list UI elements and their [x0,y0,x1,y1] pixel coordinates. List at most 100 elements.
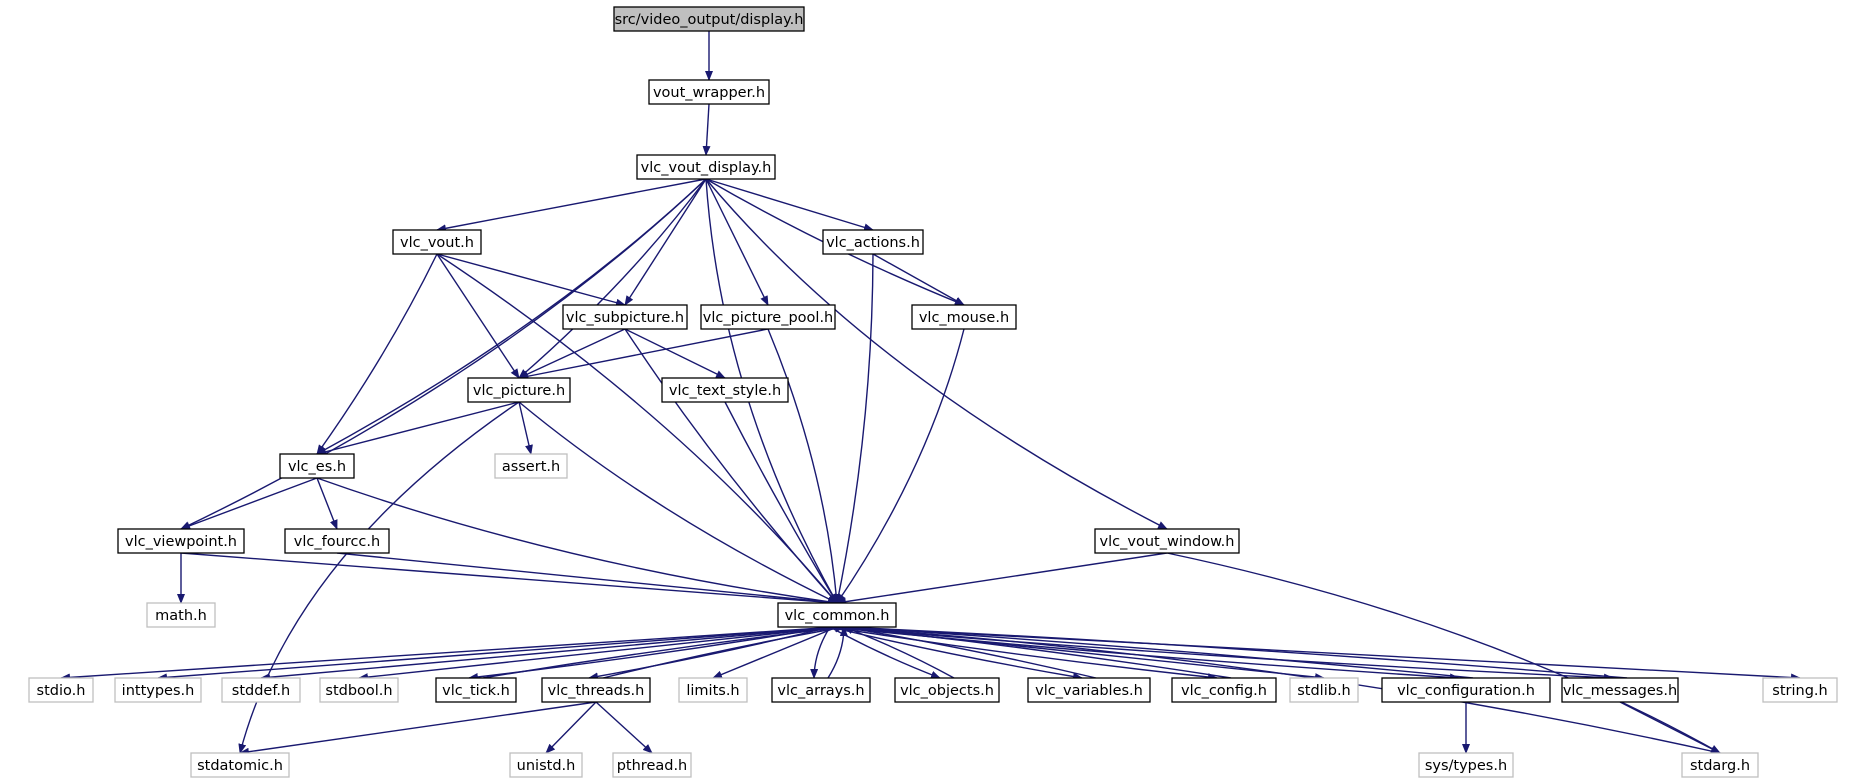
edge-vlc-vout-display-h-to-vlc-vout-h [436,178,707,233]
node-label: math.h [155,608,207,624]
node-label: vlc_common.h [785,608,890,624]
node-vlc-common-h[interactable]: vlc_common.h [777,602,897,628]
node-label: vout_wrapper.h [653,85,765,101]
node-vlc-arrays-h[interactable]: vlc_arrays.h [771,677,871,703]
node-inttypes-h: inttypes.h [114,677,202,703]
node-vout-wrapper-h[interactable]: vout_wrapper.h [648,79,770,105]
node-vlc-objects-h[interactable]: vlc_objects.h [894,677,1000,703]
node-label: vlc_viewpoint.h [125,534,237,550]
node-label: pthread.h [617,758,688,774]
node-box [1171,677,1277,703]
node-label: stdbool.h [325,683,392,699]
edge-vlc-common-h-to-stdarg-h [836,626,1721,755]
node-vlc-messages-h[interactable]: vlc_messages.h [1561,677,1679,703]
edge-vlc-viewpoint-h-to-vlc-common-h [180,552,838,607]
edge-vlc-vout-display-h-to-vlc-viewpoint-h [180,178,707,530]
edge-vlc-common-h-to-inttypes-h [157,626,838,682]
node-box [1381,677,1551,703]
edge-vlc-vout-window-h-to-stdarg-h [1166,552,1721,754]
node-label: sys/types.h [1425,758,1507,774]
edge-vlc-text-style-h-to-vlc-common-h [724,401,838,604]
edge-vlc-tick-h-to-vlc-common-h [482,624,845,679]
edge-vlc-messages-h-to-vlc-common-h [843,623,1628,679]
node-vlc-picture-h[interactable]: vlc_picture.h [467,377,571,403]
edge-vlc-vout-display-h-to-vlc-picture-h [518,178,707,379]
node-box [221,677,301,703]
node-vlc-threads-h[interactable]: vlc_threads.h [541,677,651,703]
edge-vlc-common-h-to-string-h [836,626,1801,682]
edge-vlc-picture-h-to-vlc-es-h [316,401,520,456]
node-vlc-fourcc-h[interactable]: vlc_fourcc.h [284,528,390,554]
node-stdatomic-h: stdatomic.h [190,752,290,778]
edge-vlc-threads-h-to-stdatomic-h [239,701,597,756]
edge-vlc-subpicture-h-to-vlc-common-h [624,328,838,604]
node-vlc-mouse-h[interactable]: vlc_mouse.h [911,304,1017,330]
edge-vlc-vout-h-to-vlc-subpicture-h [436,253,626,307]
node-box [1027,677,1151,703]
edge-vlc-subpicture-h-to-vlc-picture-h [518,328,626,379]
node-box [894,677,1000,703]
node-box [392,229,482,255]
edge-vlc-picture-pool-h-to-vlc-common-h [767,328,841,604]
node-vlc-es-h[interactable]: vlc_es.h [279,453,355,479]
node-box [777,602,897,628]
node-display-h[interactable]: src/video_output/display.h [613,6,805,32]
edge-vlc-common-h-to-limits-h [712,626,838,679]
edge-vlc-common-h-to-stdio-h [60,626,838,682]
node-vlc-tick-h[interactable]: vlc_tick.h [435,677,517,703]
nodes-layer: src/video_output/display.h vout_wrapper.h… [28,6,1838,778]
node-box [28,677,94,703]
node-label: vlc_text_style.h [669,383,781,399]
node-vlc-vout-h[interactable]: vlc_vout.h [392,229,482,255]
edge-vlc-common-h-to-vlc-messages-h [829,626,1614,682]
edge-vout-wrapper-h-to-vlc-vout-display-h [702,103,711,156]
node-vlc-viewpoint-h[interactable]: vlc_viewpoint.h [117,528,245,554]
node-label: vlc_messages.h [1563,683,1677,699]
edges-layer [60,31,1801,756]
node-box [678,677,748,703]
node-label: string.h [1772,683,1827,699]
node-pthread-h: pthread.h [612,752,692,778]
node-vlc-subpicture-h[interactable]: vlc_subpicture.h [562,304,688,330]
node-vlc-variables-h[interactable]: vlc_variables.h [1027,677,1151,703]
node-box [822,229,924,255]
edge-vlc-common-h-to-vlc-config-h [829,626,1218,682]
node-label: vlc_tick.h [442,683,510,699]
node-string-h: string.h [1762,677,1838,703]
edge-vlc-threads-h-to-unistd-h [545,701,597,754]
node-vlc-picture-pool-h[interactable]: vlc_picture_pool.h [700,304,836,330]
node-vlc-configuration-h[interactable]: vlc_configuration.h [1381,677,1551,703]
edge-vlc-config-h-to-vlc-common-h [843,623,1232,679]
node-label: vlc_mouse.h [919,310,1009,326]
edge-vlc-threads-h-to-pthread-h [595,701,653,754]
edge-vlc-es-h-to-vlc-viewpoint-h [180,477,318,530]
node-box [494,453,568,479]
node-label: vlc_configuration.h [1397,683,1535,699]
node-vlc-config-h[interactable]: vlc_config.h [1171,677,1277,703]
node-box [1418,752,1514,778]
node-box [1561,677,1679,703]
node-box [117,528,245,554]
node-math-h: math.h [146,602,216,628]
node-stdio-h: stdio.h [28,677,94,703]
node-box [114,677,202,703]
node-label: vlc_vout_window.h [1100,534,1235,550]
edge-vlc-common-h-to-vlc-threads-h [588,626,831,681]
node-vlc-actions-h[interactable]: vlc_actions.h [822,229,924,255]
node-label: vlc_objects.h [900,683,994,699]
edge-vlc-common-h-to-stdbool-h [358,626,838,682]
node-vlc-vout-window-h[interactable]: vlc_vout_window.h [1094,528,1240,554]
node-box [467,377,571,403]
node-stdarg-h: stdarg.h [1681,752,1759,778]
node-box [1094,528,1240,554]
edge-vlc-variables-h-to-vlc-common-h [843,624,1097,679]
node-label: stdio.h [37,683,86,699]
node-box [509,752,583,778]
node-vlc-text-style-h[interactable]: vlc_text_style.h [661,377,789,403]
node-box [648,79,770,105]
node-label: vlc_arrays.h [777,683,864,699]
node-vlc-vout-display-h[interactable]: vlc_vout_display.h [636,154,776,180]
edge-vlc-actions-h-to-vlc-common-h [834,253,874,604]
node-box [190,752,290,778]
node-label: unistd.h [517,758,576,774]
